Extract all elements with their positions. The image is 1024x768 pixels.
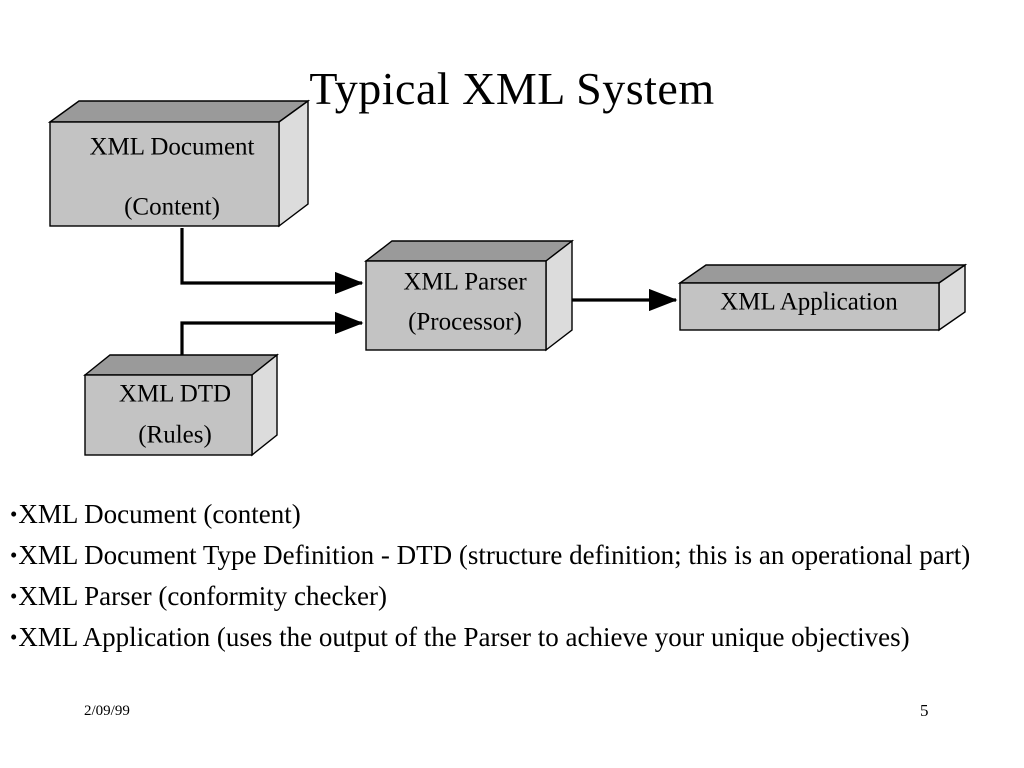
node-xml-parser[interactable]: XML Parser (Processor) — [363, 239, 575, 352]
node-xml-document-label-line1: XML Document — [89, 134, 254, 161]
node-xml-dtd-front-face — [84, 374, 253, 456]
node-xml-parser-side-face — [545, 239, 573, 352]
node-xml-application-front-face — [679, 282, 940, 331]
node-xml-parser-top-face — [363, 240, 575, 262]
node-xml-document[interactable]: XML Document (Content) — [47, 99, 311, 228]
page-title: Typical XML System — [309, 63, 715, 114]
edge-document-to-parser — [180, 228, 364, 295]
footer-date: 2/09/99 — [84, 703, 130, 719]
node-xml-dtd-label-line2: (Rules) — [138, 422, 212, 449]
node-xml-dtd[interactable]: XML DTD (Rules) — [83, 353, 279, 457]
node-xml-document-side-face — [278, 99, 309, 228]
list-item: XML Document Type Definition - DTD (stru… — [10, 535, 1010, 576]
node-xml-dtd-label-line1: XML DTD — [119, 381, 231, 408]
xml-system-diagram: XML Document (Content) XML DTD (Rules) X… — [47, 99, 968, 457]
node-xml-application[interactable]: XML Application — [677, 263, 968, 332]
list-item: XML Document (content) — [10, 494, 1010, 535]
footer-page-number: 5 — [920, 701, 929, 720]
node-xml-application-label: XML Application — [720, 289, 898, 316]
list-item: XML Parser (conformity checker) — [10, 576, 1010, 617]
node-xml-application-top-face — [677, 264, 968, 284]
node-xml-parser-front-face — [365, 260, 547, 351]
node-xml-parser-label-line1: XML Parser — [403, 269, 527, 296]
node-xml-document-front-face — [49, 121, 280, 227]
node-xml-dtd-top-face — [83, 354, 279, 376]
list-item: XML Application (uses the output of the … — [10, 617, 1010, 658]
node-xml-document-top-face — [47, 100, 311, 123]
bullet-list: XML Document (content) XML Document Type… — [10, 494, 1010, 658]
node-xml-document-label-line2: (Content) — [124, 194, 220, 221]
node-xml-parser-label-line2: (Processor) — [408, 309, 522, 336]
